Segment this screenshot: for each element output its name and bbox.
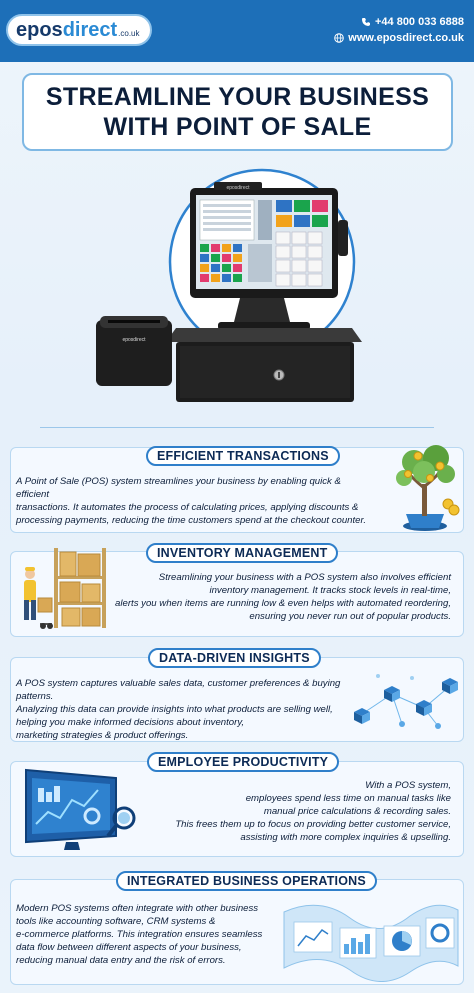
text-line: ensuring you never run out of popular pr… — [249, 611, 451, 622]
terminal-brand: eposdirect — [226, 185, 250, 191]
text-efficient-transactions: A Point of Sale (POS) system streamlines… — [16, 475, 376, 527]
text-line: A POS system captures valuable sales dat… — [16, 678, 341, 702]
heading-inventory-management: INVENTORY MANAGEMENT — [146, 543, 339, 563]
logo-epos: epos — [16, 19, 63, 41]
logo-direct: direct — [62, 19, 118, 41]
text-data-driven-insights: A POS system captures valuable sales dat… — [16, 677, 376, 742]
text-line: alerts you when items are running low & … — [115, 598, 451, 609]
text-integrated-business-operations: Modern POS systems often integrate with … — [16, 902, 276, 967]
text-line: manual price calculations & recording sa… — [263, 806, 451, 817]
money-tree-icon — [396, 445, 460, 531]
text-line: inventory management. It tracks stock le… — [209, 585, 451, 596]
text-line: data flow between different aspects of y… — [16, 942, 242, 953]
website-line[interactable]: www.eposdirect.co.uk — [334, 30, 464, 46]
title-line-1: STREAMLINE YOUR BUSINESS — [45, 83, 430, 111]
main-title-box: STREAMLINE YOUR BUSINESS WITH POINT OF S… — [22, 73, 453, 151]
text-line: tools like accounting software, CRM syst… — [16, 916, 216, 927]
text-line: With a POS system, — [365, 780, 451, 791]
phone-icon — [361, 18, 370, 26]
text-line: assisting with more complex inquiries & … — [240, 832, 451, 843]
phone-line[interactable]: +44 800 033 6888 — [334, 14, 464, 30]
title-line-2: WITH POINT OF SALE — [103, 113, 372, 141]
printer-brand: eposdirect — [122, 337, 146, 343]
text-line: employees spend less time on manual task… — [245, 793, 451, 804]
pos-hardware-illustration: eposdirect — [0, 160, 474, 415]
eposdirect-logo[interactable]: epos direct .co.uk — [6, 14, 152, 46]
header-bar: epos direct .co.uk +44 800 033 6888 www.… — [0, 0, 474, 62]
text-line: Analyzing this data can provide insights… — [16, 704, 333, 715]
text-line: This frees them up to focus on providing… — [175, 819, 451, 830]
heading-integrated-business-operations: INTEGRATED BUSINESS OPERATIONS — [116, 871, 377, 891]
data-network-icon — [354, 674, 458, 729]
heading-data-driven-insights: DATA-DRIVEN INSIGHTS — [148, 648, 321, 668]
heading-efficient-transactions: EFFICIENT TRANSACTIONS — [146, 446, 340, 466]
text-line: helping you make informed decisions abou… — [16, 717, 245, 728]
text-line: e-commerce platforms. This integration e… — [16, 929, 263, 940]
text-line: marketing strategies & product offerings… — [16, 730, 189, 741]
divider-line — [40, 427, 434, 428]
heading-employee-productivity: EMPLOYEE PRODUCTIVITY — [147, 752, 340, 772]
analytics-monitor-icon — [25, 768, 136, 850]
dashboard-ribbon-icon — [283, 904, 459, 982]
text-inventory-management: Streamlining your business with a POS sy… — [110, 571, 451, 623]
warehouse-worker-icon — [24, 548, 106, 629]
text-line: transactions. It automates the process o… — [16, 502, 359, 513]
text-employee-productivity: With a POS system, employees spend less … — [120, 779, 451, 844]
text-line: Modern POS systems often integrate with … — [16, 903, 259, 914]
phone-number: +44 800 033 6888 — [374, 16, 464, 28]
website-url: www.eposdirect.co.uk — [348, 32, 464, 44]
pos-system-icon: eposdirect — [96, 168, 362, 402]
text-line: Streamlining your business with a POS sy… — [158, 572, 451, 583]
logo-tld: .co.uk — [118, 29, 140, 38]
text-line: A Point of Sale (POS) system streamlines… — [16, 476, 341, 500]
text-line: reducing manual data entry and the risk … — [16, 955, 226, 966]
text-line: processing payments, reducing the time c… — [16, 515, 367, 526]
contact-info: +44 800 033 6888 www.eposdirect.co.uk — [334, 14, 464, 46]
globe-icon — [334, 33, 345, 43]
